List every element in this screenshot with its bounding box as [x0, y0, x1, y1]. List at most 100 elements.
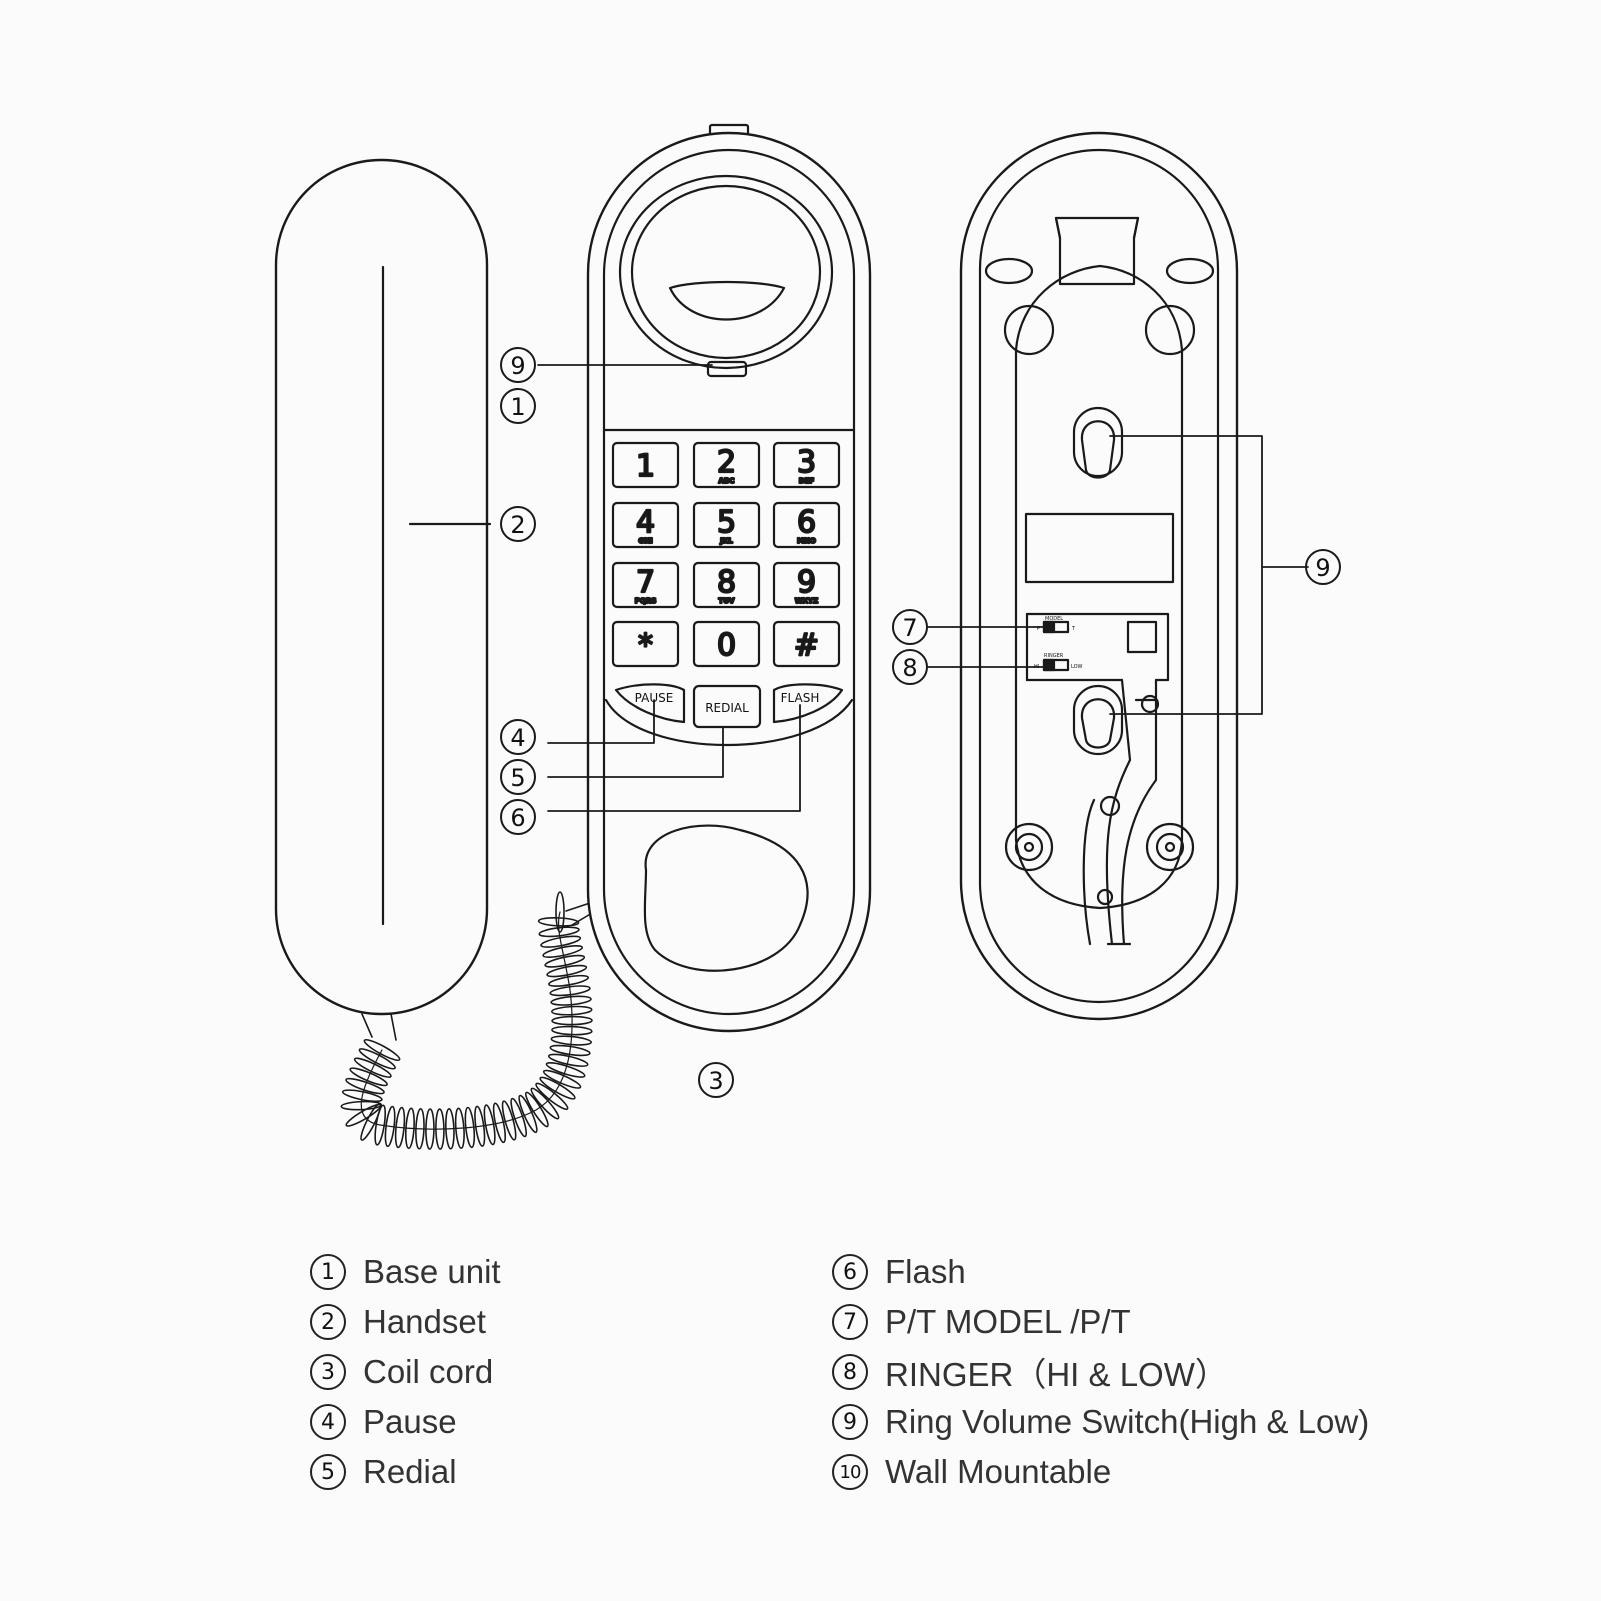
keypad-key-letters: PQRS [635, 597, 657, 605]
redial-key[interactable] [692, 684, 762, 729]
keypad-key-label: * [638, 628, 653, 663]
keypad-key-11[interactable]: # [772, 620, 841, 668]
coil-loop [353, 1057, 392, 1078]
ringer-low-label: LOW [1071, 664, 1083, 670]
legend-item: 4 Pause [310, 1397, 501, 1447]
legend-number: 9 [832, 1404, 868, 1440]
keypad-key-letters: JKL [719, 537, 733, 545]
coil-loop [492, 1102, 507, 1144]
function-keys [614, 683, 844, 729]
coil-loop [548, 974, 590, 987]
keypad-key-letters: TUV [719, 597, 735, 605]
coil-loop [555, 891, 565, 933]
callout-circles [500, 347, 1341, 1098]
ringer-switch-label: RINGER [1044, 653, 1064, 659]
coil-loop [454, 1107, 465, 1150]
base-unit-back [959, 131, 1239, 1021]
coil-loop [404, 1107, 415, 1150]
coil-loop [501, 1100, 517, 1141]
keypad-key-label: 5 [717, 505, 736, 540]
callout-7: 7 [902, 614, 917, 642]
legend-item: 3 Coil cord [310, 1347, 501, 1397]
legend-item: 2 Handset [310, 1297, 501, 1347]
legend-text: Flash [885, 1253, 966, 1290]
legend-text: Wall Mountable [885, 1453, 1112, 1490]
legend-left-column: 1 Base unit 2 Handset 3 Coil cord 4 Paus… [310, 1247, 501, 1497]
coil-loop [374, 1104, 387, 1146]
keypad-key-10[interactable]: 0 [692, 620, 761, 668]
callout-2: 2 [510, 511, 525, 539]
legend-number: 3 [310, 1354, 346, 1390]
keypad-key-label: 6 [797, 505, 816, 540]
coil-loop [537, 916, 580, 927]
legend-item: 9 Ring Volume Switch(High & Low) [832, 1397, 1369, 1447]
coil-loop [542, 1069, 582, 1089]
legend-number: 5 [310, 1454, 346, 1490]
legend-text: Coil cord [363, 1353, 494, 1390]
coil-loop [538, 926, 580, 938]
coil-loop [363, 1038, 401, 1062]
legend-text: Redial [363, 1453, 457, 1490]
pause-key-label: PAUSE [635, 691, 674, 705]
keypad-key-9[interactable]: * [611, 620, 680, 668]
handset-illustration [274, 158, 492, 1016]
legend-number: 8 [832, 1354, 868, 1390]
legend-number: 1 [310, 1254, 346, 1290]
keypad-key-letters: GHI [638, 537, 652, 545]
flash-key[interactable] [772, 683, 844, 724]
coil-loop [539, 1076, 576, 1100]
callout-lines [537, 364, 1309, 812]
legend-right-column: 6 Flash 7 P/T MODEL /P/T 8 RINGER（HI & L… [832, 1247, 1369, 1497]
legend-number: 2 [310, 1304, 346, 1340]
legend-item: 1 Base unit [310, 1247, 501, 1297]
keypad-key-0[interactable]: 1 [611, 441, 680, 489]
coil-loop [510, 1097, 528, 1138]
flash-key-label: FLASH [781, 691, 820, 705]
coil-loop [551, 1015, 593, 1026]
coil-cord-illustration [340, 891, 593, 1150]
coil-loop [445, 1108, 455, 1150]
coil-loop [518, 1094, 538, 1134]
coil-loop [542, 944, 584, 958]
legend-text: Ring Volume Switch(High & Low) [885, 1403, 1370, 1440]
keypad-key-label: 4 [636, 505, 655, 540]
legend-item: 8 RINGER（HI & LOW） [832, 1347, 1369, 1397]
callout-1: 1 [510, 393, 525, 421]
callout-8: 8 [902, 654, 917, 682]
coil-loop [545, 1062, 586, 1078]
keypad-key-letters: ABC [719, 477, 735, 485]
keypad-key-label: 0 [717, 628, 736, 663]
legend-text: RINGER（HI & LOW） [885, 1356, 1228, 1393]
callout-3: 3 [708, 1067, 723, 1095]
keypad-key-label: 7 [636, 565, 655, 600]
keypad-key-label: 8 [717, 565, 736, 600]
keypad-key-label: 2 [717, 445, 736, 480]
keypad-key-label: 3 [797, 445, 816, 480]
coil-loop [530, 1087, 560, 1120]
coil-loop [551, 1025, 593, 1036]
coil-loop [425, 1108, 435, 1150]
coil-loop [345, 1077, 385, 1095]
coil-loop [550, 1005, 593, 1016]
coil-loop [550, 1035, 592, 1046]
legend-number: 10 [832, 1454, 868, 1490]
model-switch-label: MODEL [1045, 616, 1063, 622]
keypad-key-label: 1 [636, 449, 655, 484]
model-p-label: P [1037, 626, 1040, 632]
callout-6: 6 [510, 804, 525, 832]
coil-loop [535, 1082, 569, 1111]
legend-text: Base unit [363, 1253, 501, 1290]
coil-loop [341, 1089, 383, 1103]
coil-loop [540, 935, 582, 948]
redial-key-label: REDIAL [705, 701, 749, 715]
pause-key[interactable] [614, 683, 686, 724]
